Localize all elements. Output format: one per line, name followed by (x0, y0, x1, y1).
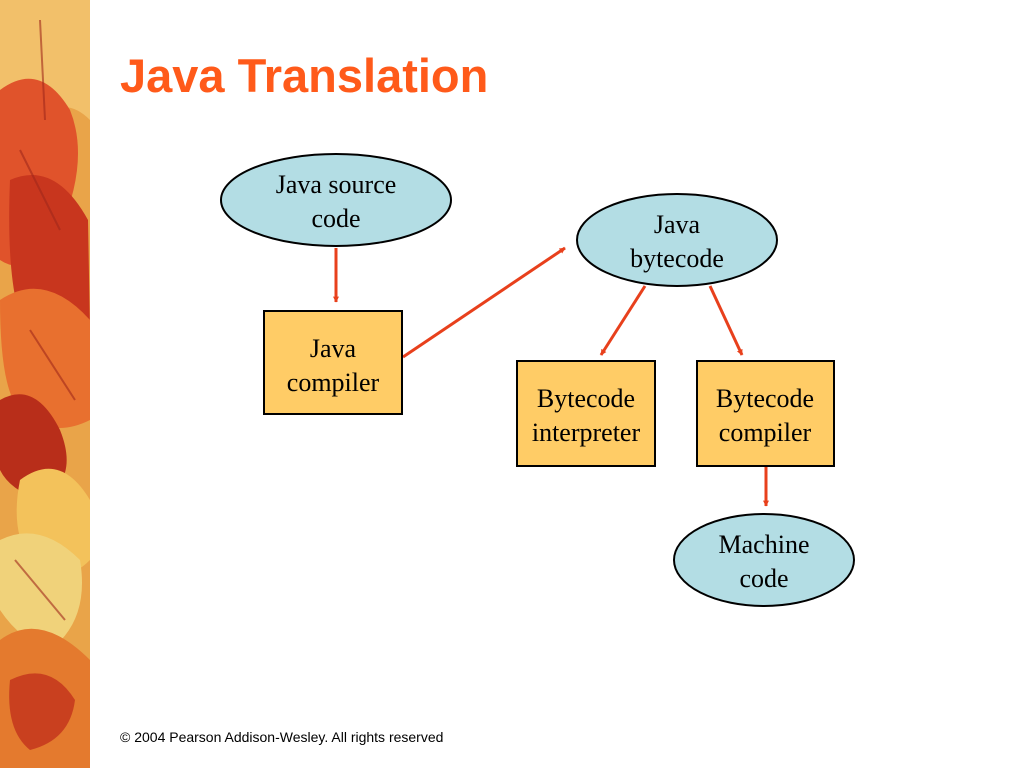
node-label-line: Java source (276, 170, 397, 199)
node-label-line: Java (654, 210, 701, 239)
node-label-line: interpreter (532, 418, 641, 447)
node-label-line: Java (310, 334, 357, 363)
node-label-line: bytecode (630, 244, 724, 273)
node-java-compiler: Java compiler (263, 310, 403, 415)
node-label-line: Bytecode (716, 384, 814, 413)
node-bytecode-compiler: Bytecode compiler (696, 360, 835, 467)
node-java-bytecode: Java bytecode (576, 193, 778, 287)
slide-title: Java Translation (120, 49, 489, 102)
node-java-source-code: Java source code (220, 153, 452, 247)
node-label-line: code (311, 204, 360, 233)
node-label-line: code (739, 564, 788, 593)
edge-compiler-to-bytecode (402, 246, 566, 359)
node-label-line: Machine (719, 530, 810, 559)
node-label-line: Bytecode (537, 384, 635, 413)
node-label-line: compiler (287, 368, 380, 397)
copyright-footer: © 2004 Pearson Addison-Wesley. All right… (120, 729, 444, 745)
edge-bytecode-to-interpreter (599, 285, 647, 356)
edge-bytecode-to-compiler (708, 285, 744, 356)
node-machine-code: Machine code (673, 513, 855, 607)
autumn-leaves-image (0, 0, 90, 768)
node-label-line: compiler (719, 418, 812, 447)
node-bytecode-interpreter: Bytecode interpreter (516, 360, 656, 467)
